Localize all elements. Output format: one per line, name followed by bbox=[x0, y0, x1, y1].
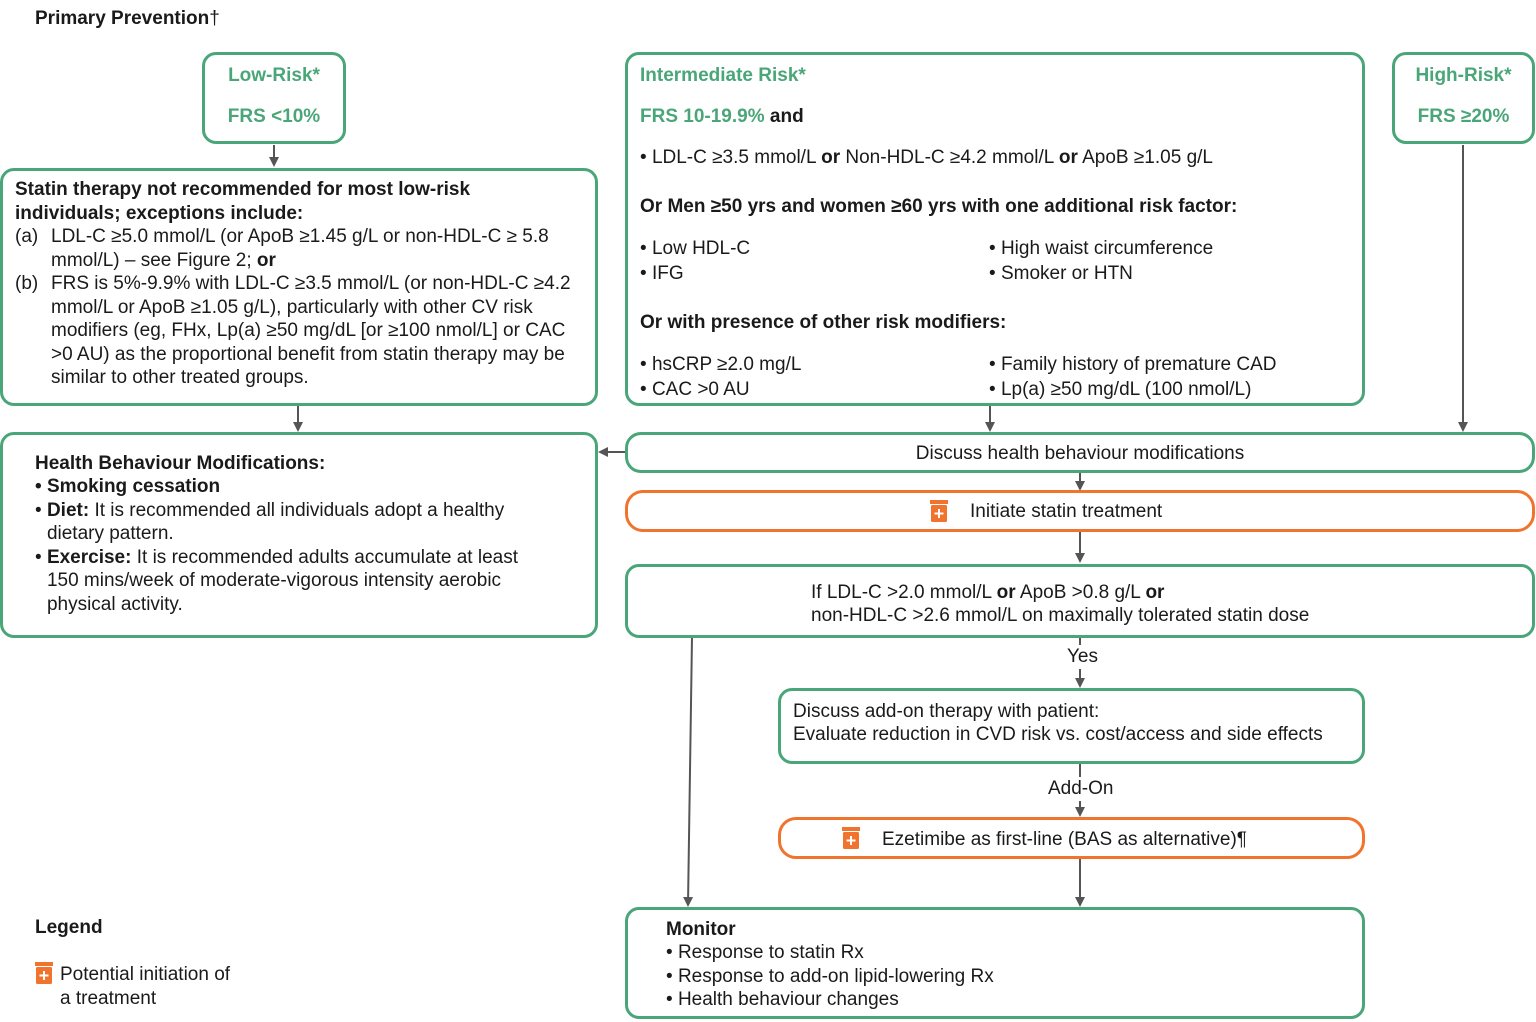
discuss-behaviour-box: Discuss health behaviour modifications bbox=[625, 432, 1535, 473]
intermediate-risk-box: Intermediate Risk* FRS 10-19.9% and • LD… bbox=[625, 52, 1365, 406]
initiate-statin-box: Initiate statin treatment bbox=[625, 490, 1535, 532]
list-item: hsCRP ≥2.0 mg/L bbox=[640, 353, 801, 377]
list-item: Response to statin Rx bbox=[666, 941, 994, 965]
addon-label: Add-On bbox=[1034, 777, 1128, 801]
page-title: Primary Prevention† bbox=[35, 8, 220, 29]
intermediate-frs-line: FRS 10-19.9% and bbox=[640, 106, 804, 127]
intermediate-risk-title: Intermediate Risk* bbox=[640, 65, 806, 86]
monitor-title: Monitor bbox=[666, 919, 736, 940]
addon-discuss-line2: Evaluate reduction in CVD risk vs. cost/… bbox=[793, 724, 1323, 745]
low-risk-title: Low-Risk* bbox=[228, 65, 320, 86]
medicine-bottle-icon bbox=[930, 500, 948, 522]
exception-a-label: (a) bbox=[15, 226, 39, 247]
exercise-item: • Exercise: It is recommended adults acc… bbox=[35, 546, 518, 615]
addon-discuss-line1: Discuss add-on therapy with patient: bbox=[793, 701, 1100, 722]
low-risk-frs: FRS <10% bbox=[227, 105, 321, 127]
list-item: Health behaviour changes bbox=[666, 988, 994, 1012]
health-behaviour-list: • Smoking cessation • Diet: It is recomm… bbox=[35, 475, 535, 616]
list-item: IFG bbox=[640, 262, 750, 286]
list-item: Smoker or HTN bbox=[989, 262, 1213, 286]
high-risk-box: High-Risk* FRS ≥20% bbox=[1392, 52, 1535, 144]
high-risk-frs: FRS ≥20% bbox=[1417, 105, 1510, 127]
list-item: Low HDL-C bbox=[640, 237, 750, 261]
smoking-item: • Smoking cessation bbox=[35, 476, 221, 497]
risk-factors-right: High waist circumference Smoker or HTN bbox=[989, 237, 1213, 285]
statin-exceptions-heading: Statin therapy not recommended for most … bbox=[15, 179, 471, 224]
arrow-if-to-monitor bbox=[683, 636, 694, 907]
risk-modifiers-left: hsCRP ≥2.0 mg/L CAC >0 AU bbox=[640, 353, 801, 401]
target-check-box: If LDL-C >2.0 mmol/L or ApoB >0.8 g/L or… bbox=[625, 564, 1535, 638]
risk-factors-left: Low HDL-C IFG bbox=[640, 237, 750, 285]
discuss-behaviour-text: Discuss health behaviour modifications bbox=[915, 443, 1245, 464]
exception-b-text: FRS is 5%-9.9% with LDL-C ≥3.5 mmol/L (o… bbox=[51, 273, 571, 388]
list-item: Response to add-on lipid-lowering Rx bbox=[666, 965, 994, 989]
statin-not-recommended-box: Statin therapy not recommended for most … bbox=[0, 168, 598, 406]
initiate-statin-text: Initiate statin treatment bbox=[970, 501, 1163, 522]
addon-discuss-box: Discuss add-on therapy with patient: Eva… bbox=[778, 688, 1365, 764]
list-item: CAC >0 AU bbox=[640, 378, 801, 402]
low-risk-box: Low-Risk* FRS <10% bbox=[202, 52, 346, 144]
intermediate-lipid-criteria: • LDL-C ≥3.5 mmol/L or Non-HDL-C ≥4.2 mm… bbox=[640, 147, 1213, 168]
ezetimibe-text: Ezetimibe as first-line (BAS as alternat… bbox=[882, 829, 1247, 850]
monitor-list: Response to statin Rx Response to add-on… bbox=[666, 941, 994, 1012]
yes-label: Yes bbox=[1053, 645, 1112, 669]
medicine-bottle-icon bbox=[842, 827, 860, 849]
ezetimibe-box: Ezetimibe as first-line (BAS as alternat… bbox=[778, 817, 1365, 859]
additional-risk-heading: Or Men ≥50 yrs and women ≥60 yrs with on… bbox=[640, 196, 1238, 217]
exception-a-text: LDL-C ≥5.0 mmol/L (or ApoB ≥1.45 g/L or … bbox=[51, 226, 549, 271]
target-check-line1: If LDL-C >2.0 mmol/L or ApoB >0.8 g/L or bbox=[811, 582, 1165, 603]
exception-b-label: (b) bbox=[15, 273, 39, 294]
list-item: Family history of premature CAD bbox=[989, 353, 1277, 377]
legend-title: Legend bbox=[35, 917, 103, 938]
list-item: High waist circumference bbox=[989, 237, 1213, 261]
health-behaviour-heading: Health Behaviour Modifications: bbox=[35, 453, 326, 474]
monitor-box: Monitor Response to statin Rx Response t… bbox=[625, 907, 1365, 1019]
risk-modifiers-heading: Or with presence of other risk modifiers… bbox=[640, 312, 1007, 333]
legend-item-text: Potential initiation of a treatment bbox=[60, 964, 231, 1009]
target-check-line2: non-HDL-C >2.6 mmol/L on maximally toler… bbox=[811, 605, 1310, 626]
risk-modifiers-right: Family history of premature CAD Lp(a) ≥5… bbox=[989, 353, 1277, 401]
high-risk-title: High-Risk* bbox=[1415, 65, 1512, 86]
diet-item: • Diet: It is recommended all individual… bbox=[35, 499, 505, 545]
medicine-bottle-icon bbox=[35, 962, 53, 984]
list-item: Lp(a) ≥50 mg/dL (100 nmol/L) bbox=[989, 378, 1277, 402]
health-behaviour-box: Health Behaviour Modifications: • Smokin… bbox=[0, 432, 598, 638]
